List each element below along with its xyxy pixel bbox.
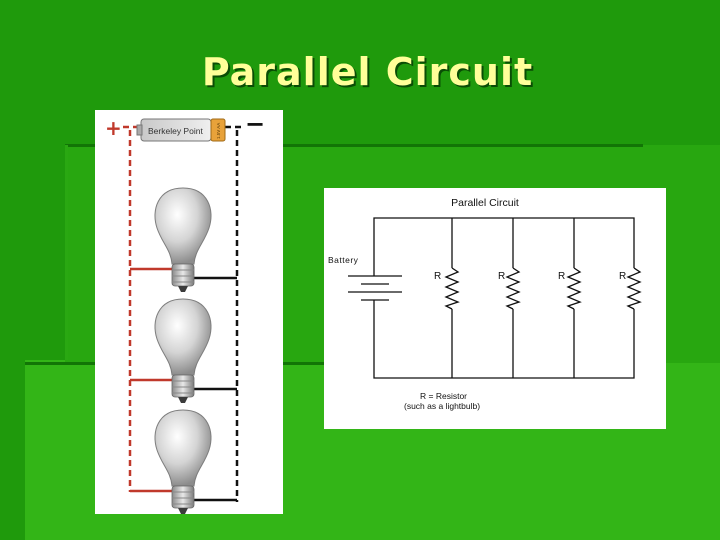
slide-title: Parallel Circuit [201,50,534,94]
resistor-label: R [498,271,505,282]
battery-label: Battery [328,255,359,265]
legend-line-1: R = Resistor [420,391,467,401]
lightbulb-icon [154,409,212,514]
circuit-wires [348,217,642,379]
lightbulb-icon [154,298,212,404]
resistor-label: R [619,271,626,282]
parallel-circuit-schematic: Parallel Circuit Battery R R [324,188,666,429]
resistor-label: R [558,271,565,282]
schematic-title: Parallel Circuit [451,197,519,209]
divider-line-vertical [65,145,68,360]
parallel-bulbs-illustration: + − Berkeley Point 1.5V AA [95,110,283,514]
minus-sign: − [245,110,265,138]
lightbulb-icon [154,187,212,293]
divider-line-top [65,144,643,147]
battery-end-label: 1.5V AA [216,123,221,139]
battery-icon: Berkeley Point 1.5V AA [136,118,226,142]
legend-line-2: (such as a lightbulb) [404,401,480,411]
plus-sign: + [105,116,122,140]
parallel-bulbs-svg: + − Berkeley Point 1.5V AA [105,110,265,514]
resistor-label: R [434,271,441,282]
schematic-svg: Parallel Circuit Battery R R [328,197,642,411]
battery-brand: Berkeley Point [148,126,203,136]
